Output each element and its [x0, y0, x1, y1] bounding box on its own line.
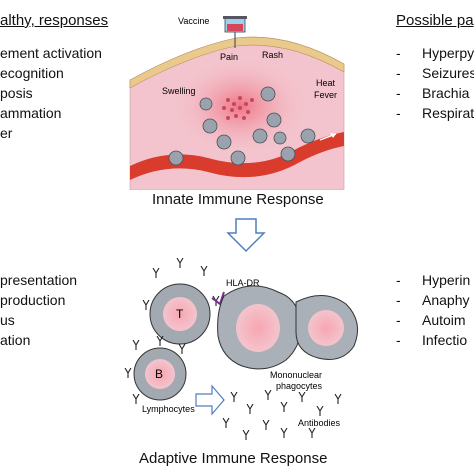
immune-cells — [168, 86, 316, 166]
list-item: ecognition — [0, 65, 64, 81]
vaccine-label: Vaccine — [178, 16, 209, 26]
heat-label: Heat — [316, 78, 336, 88]
left-bottom-list: presentation production us ation — [0, 270, 77, 350]
antibody-cluster — [222, 390, 342, 440]
innate-caption: Innate Immune Response — [152, 191, 324, 208]
b-cell — [124, 336, 187, 404]
t-cell — [142, 258, 220, 345]
skin-surface — [129, 36, 345, 89]
list-item: - Hyperpy — [396, 43, 474, 63]
list-item: - Infectio — [396, 330, 470, 350]
swelling-label: Swelling — [162, 86, 196, 96]
left-top-panel: althy, responses ement activation ecogni… — [0, 12, 108, 143]
antigen-cluster — [222, 96, 254, 120]
dash-marker: - — [396, 105, 401, 121]
dash-marker: - — [396, 312, 401, 328]
list-item-label: Autoim — [422, 312, 466, 328]
lymphocytes-label: Lymphocytes — [142, 404, 195, 414]
mononuclear-phagocytes — [217, 285, 359, 370]
list-item-label: Infectio — [422, 332, 468, 348]
phagocytes-label: phagocytes — [276, 381, 323, 391]
rash-label: Rash — [262, 50, 283, 60]
list-item: presentation — [0, 272, 78, 288]
antibodies-label: Antibodies — [298, 418, 341, 428]
mononuclear-label: Mononuclear — [270, 370, 322, 380]
pain-label: Pain — [220, 52, 238, 62]
right-top-list: - Hyperpy - Seizures - Brachia - Respirat — [396, 43, 474, 123]
list-item: - Brachia — [396, 83, 474, 103]
t-cell-label: T — [176, 307, 184, 321]
list-item: - Respirat — [396, 103, 474, 123]
list-item: production — [0, 292, 66, 308]
list-item: posis — [0, 85, 33, 101]
dash-marker: - — [396, 292, 401, 308]
adaptive-illustration: T B HLA-DR Mononuclear phagocytes Lympho… — [124, 258, 359, 440]
list-item: - Autoim — [396, 310, 470, 330]
list-item-label: Hyperpy — [422, 45, 474, 61]
dash-marker: - — [396, 332, 401, 348]
flow-arrow-head — [330, 133, 336, 138]
list-item-label: Hyperin — [422, 272, 471, 288]
down-arrow-icon — [226, 218, 266, 253]
list-item: ement activation — [0, 45, 102, 61]
dash-marker: - — [396, 272, 401, 288]
fever-label: Fever — [314, 90, 337, 100]
list-item: - Seizures — [396, 63, 474, 83]
list-item: - Anaphy — [396, 290, 470, 310]
right-bottom-list: - Hyperin - Anaphy - Autoim - Infectio — [396, 270, 470, 350]
adaptive-caption: Adaptive Immune Response — [139, 450, 328, 467]
list-item-label: Respirat — [422, 105, 474, 121]
innate-illustration: Vaccine Pain Rash Swelling Heat Fever — [129, 16, 345, 190]
list-item: - Hyperin — [396, 270, 470, 290]
hollow-arrow-icon — [195, 384, 225, 416]
left-top-header: althy, responses — [0, 12, 109, 29]
syringe-icon — [223, 16, 247, 48]
blood-vessel — [130, 132, 344, 180]
list-item: ammation — [0, 105, 62, 121]
right-top-panel: Possible pa - Hyperpy - Seizures - Brachia … — [396, 12, 474, 123]
list-item-label: Brachia — [422, 85, 470, 101]
dash-marker: - — [396, 65, 401, 81]
dash-marker: - — [396, 45, 401, 61]
b-cell-label: B — [155, 367, 163, 381]
list-item-label: Seizures — [422, 65, 474, 81]
right-top-header: Possible pa — [396, 12, 474, 29]
list-item: er — [0, 125, 13, 141]
hla-dr-label: HLA-DR — [226, 278, 260, 288]
left-top-list: ement activation ecognition posis ammati… — [0, 43, 108, 143]
list-item: us — [0, 312, 15, 328]
list-item: ation — [0, 332, 31, 348]
list-item-label: Anaphy — [422, 292, 470, 308]
dash-marker: - — [396, 85, 401, 101]
